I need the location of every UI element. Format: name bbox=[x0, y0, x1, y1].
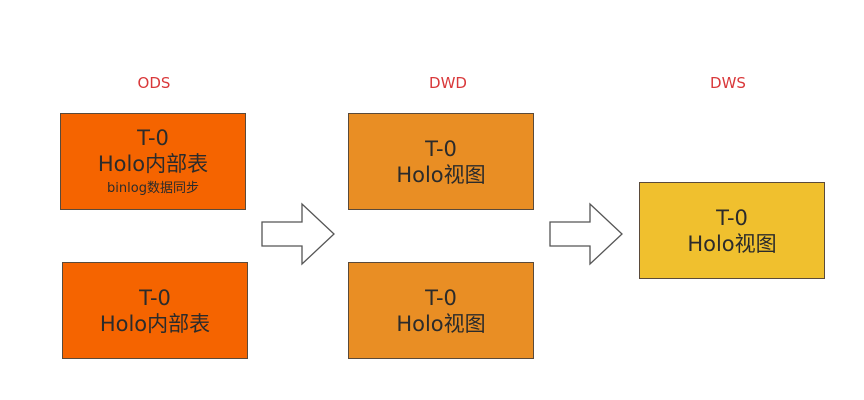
box-subtitle: Holo内部表 bbox=[97, 152, 209, 176]
dwd-view-box-bottom: T-0 Holo视图 bbox=[348, 262, 534, 359]
right-arrow-icon bbox=[549, 202, 623, 266]
box-title: T-0 bbox=[425, 136, 457, 161]
box-title: T-0 bbox=[425, 285, 457, 310]
ods-internal-table-box: T-0 Holo内部表 bbox=[62, 262, 248, 359]
box-title: T-0 bbox=[139, 285, 171, 310]
box-note: binlog数据同步 bbox=[107, 181, 199, 196]
box-subtitle: Holo内部表 bbox=[99, 311, 211, 336]
box-subtitle: Holo视图 bbox=[396, 311, 486, 336]
ods-layer-label: ODS bbox=[137, 74, 171, 92]
box-title: T-0 bbox=[716, 205, 748, 230]
dws-view-box: T-0 Holo视图 bbox=[639, 182, 825, 279]
dwd-view-box-top: T-0 Holo视图 bbox=[348, 113, 534, 210]
box-title: T-0 bbox=[137, 126, 169, 150]
box-subtitle: Holo视图 bbox=[687, 231, 777, 256]
right-arrow-icon bbox=[261, 202, 335, 266]
ods-internal-table-binlog-box: T-0 Holo内部表 binlog数据同步 bbox=[60, 113, 246, 210]
dwd-layer-label: DWD bbox=[429, 74, 467, 92]
box-subtitle: Holo视图 bbox=[396, 162, 486, 187]
dws-layer-label: DWS bbox=[710, 74, 746, 92]
